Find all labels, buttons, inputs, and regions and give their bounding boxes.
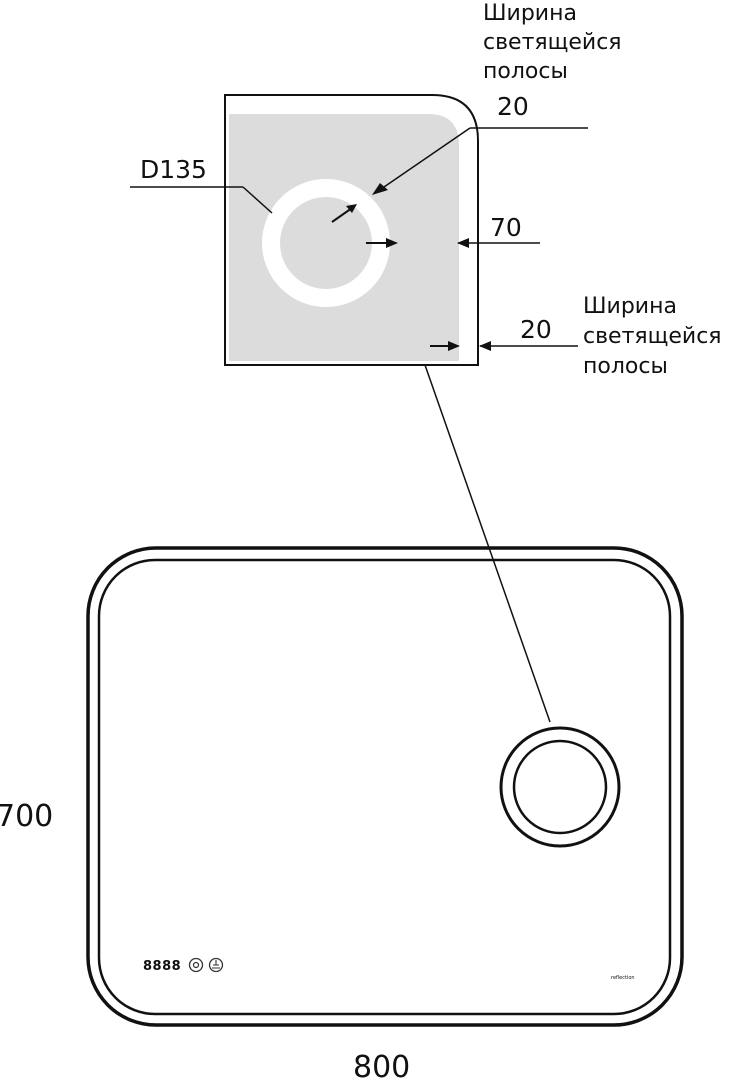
- detail-connector-line: [424, 364, 551, 723]
- strip-width-side-line2: светящейся: [583, 324, 722, 349]
- strip-width-side-value: 20: [520, 315, 552, 344]
- magnifier-inner: [512, 739, 608, 835]
- detail-view: Ширина светящейся полосы 20 D135 70 Шири…: [130, 1, 722, 379]
- arrowhead: [346, 204, 357, 213]
- power-icon[interactable]: [188, 957, 204, 973]
- brand-logo: reflection: [611, 975, 635, 981]
- strip-width-side-line1: Ширина: [583, 294, 677, 319]
- control-panel: 8888: [143, 957, 224, 974]
- strip-width-side-line3: полосы: [583, 354, 668, 379]
- width-dimension-label: 800: [353, 1050, 410, 1080]
- height-dimension-label: 700: [0, 799, 53, 834]
- defog-icon[interactable]: [208, 957, 224, 973]
- magnifier-outer: [499, 726, 621, 848]
- strip-width-top-line1: Ширина: [483, 1, 577, 26]
- strip-width-top-line2: светящейся: [483, 30, 622, 55]
- clock-display: 8888: [143, 959, 181, 974]
- arrowhead: [386, 238, 398, 248]
- arrowhead: [457, 238, 469, 248]
- arrowhead: [479, 341, 491, 351]
- strip-width-top-line3: полосы: [483, 59, 568, 84]
- circle-diameter-label: D135: [140, 155, 207, 184]
- strip-width-top-value: 20: [497, 92, 529, 121]
- mirror-outer-edge: [86, 546, 684, 1027]
- arrowhead: [372, 183, 388, 195]
- mirror-light-strip-edge: [97, 558, 672, 1016]
- arrowhead: [448, 341, 460, 351]
- circle-offset-label: 70: [490, 213, 522, 242]
- mirror-front-view: 8888 reflection: [86, 546, 684, 1027]
